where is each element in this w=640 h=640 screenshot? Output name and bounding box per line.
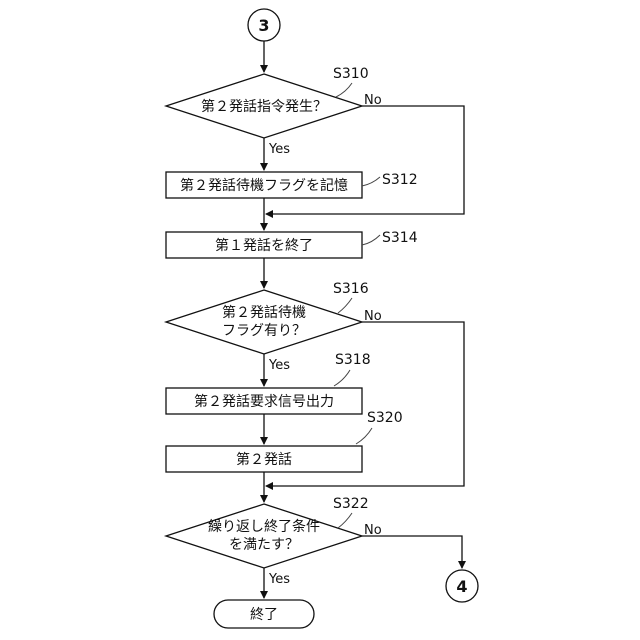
yes-label-s310: Yes: [268, 142, 290, 157]
step-label-s316: S316: [333, 281, 369, 297]
process-s312-text: 第２発話待機フラグを記憶: [180, 177, 348, 194]
yes-label-s316: Yes: [268, 358, 290, 373]
process-s320-text: 第２発話: [236, 451, 292, 468]
process-s318: 第２発話要求信号出力: [166, 388, 362, 414]
connector-4-label: 4: [456, 577, 467, 596]
no-branch-s322: [362, 536, 462, 568]
decision-s316-text-line1: 第２発話待機: [222, 304, 306, 321]
decision-s316-text-line2: フラグ有り？: [222, 323, 306, 339]
process-s314: 第１発話を終了: [166, 232, 362, 258]
leader-s316: [338, 298, 352, 313]
leader-s314: [362, 235, 380, 245]
step-label-s318: S318: [335, 352, 371, 368]
process-s312: 第２発話待機フラグを記憶: [166, 172, 362, 198]
step-label-s322: S322: [333, 496, 369, 512]
decision-s310-text: 第２発話指令発生？: [201, 98, 327, 115]
leader-s322: [338, 513, 352, 528]
step-label-s310: S310: [333, 66, 369, 82]
step-label-s312: S312: [382, 172, 418, 188]
terminal-end-text: 終了: [250, 607, 278, 623]
leader-s318: [334, 370, 350, 386]
connector-4: 4: [446, 570, 478, 602]
leader-s312: [362, 177, 380, 186]
step-label-s320: S320: [367, 410, 403, 426]
yes-label-s322: Yes: [268, 572, 290, 587]
step-label-s314: S314: [382, 230, 418, 246]
leader-s320: [356, 428, 372, 444]
process-s318-text: 第２発話要求信号出力: [194, 393, 334, 410]
decision-s316: 第２発話待機 フラグ有り？: [166, 290, 362, 354]
decision-s310: 第２発話指令発生？: [166, 74, 362, 138]
connector-3: 3: [248, 9, 280, 41]
leader-s310: [336, 83, 352, 97]
terminal-end: 終了: [214, 600, 314, 628]
decision-s322: 繰り返し終了条件 を満たす？: [166, 504, 362, 568]
decision-s322-text-line1: 繰り返し終了条件: [208, 518, 320, 535]
process-s320: 第２発話: [166, 446, 362, 472]
connector-3-label: 3: [258, 16, 269, 35]
decision-s322-text-line2: を満たす？: [229, 537, 299, 553]
process-s314-text: 第１発話を終了: [215, 237, 313, 254]
